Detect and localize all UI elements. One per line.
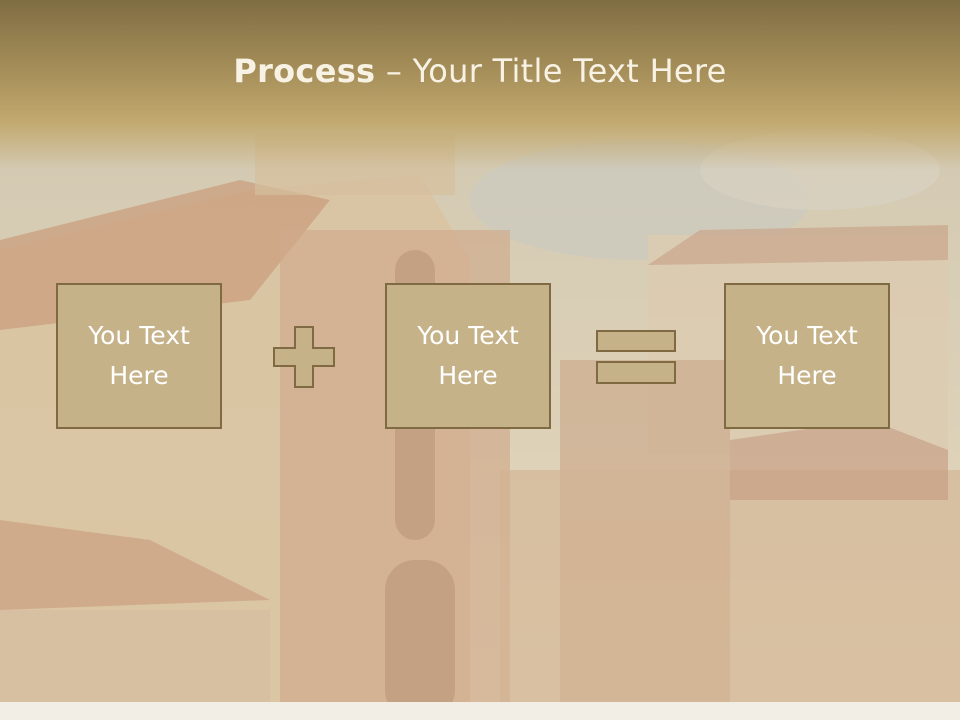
process-box-1-text: You Text Here	[88, 321, 190, 390]
process-box-3-text: You Text Here	[756, 321, 858, 390]
process-box-1[interactable]: You Text Here	[56, 283, 222, 429]
equals-icon	[596, 330, 676, 384]
title-rest: – Your Title Text Here	[375, 52, 727, 90]
process-box-2[interactable]: You Text Here	[385, 283, 551, 429]
bottom-strip	[0, 702, 960, 720]
process-box-3[interactable]: You Text Here	[724, 283, 890, 429]
slide-title: Process – Your Title Text Here	[0, 52, 960, 90]
title-bold-word: Process	[233, 52, 376, 90]
plus-icon	[273, 326, 335, 388]
title-band	[0, 0, 960, 170]
process-box-2-text: You Text Here	[417, 321, 519, 390]
